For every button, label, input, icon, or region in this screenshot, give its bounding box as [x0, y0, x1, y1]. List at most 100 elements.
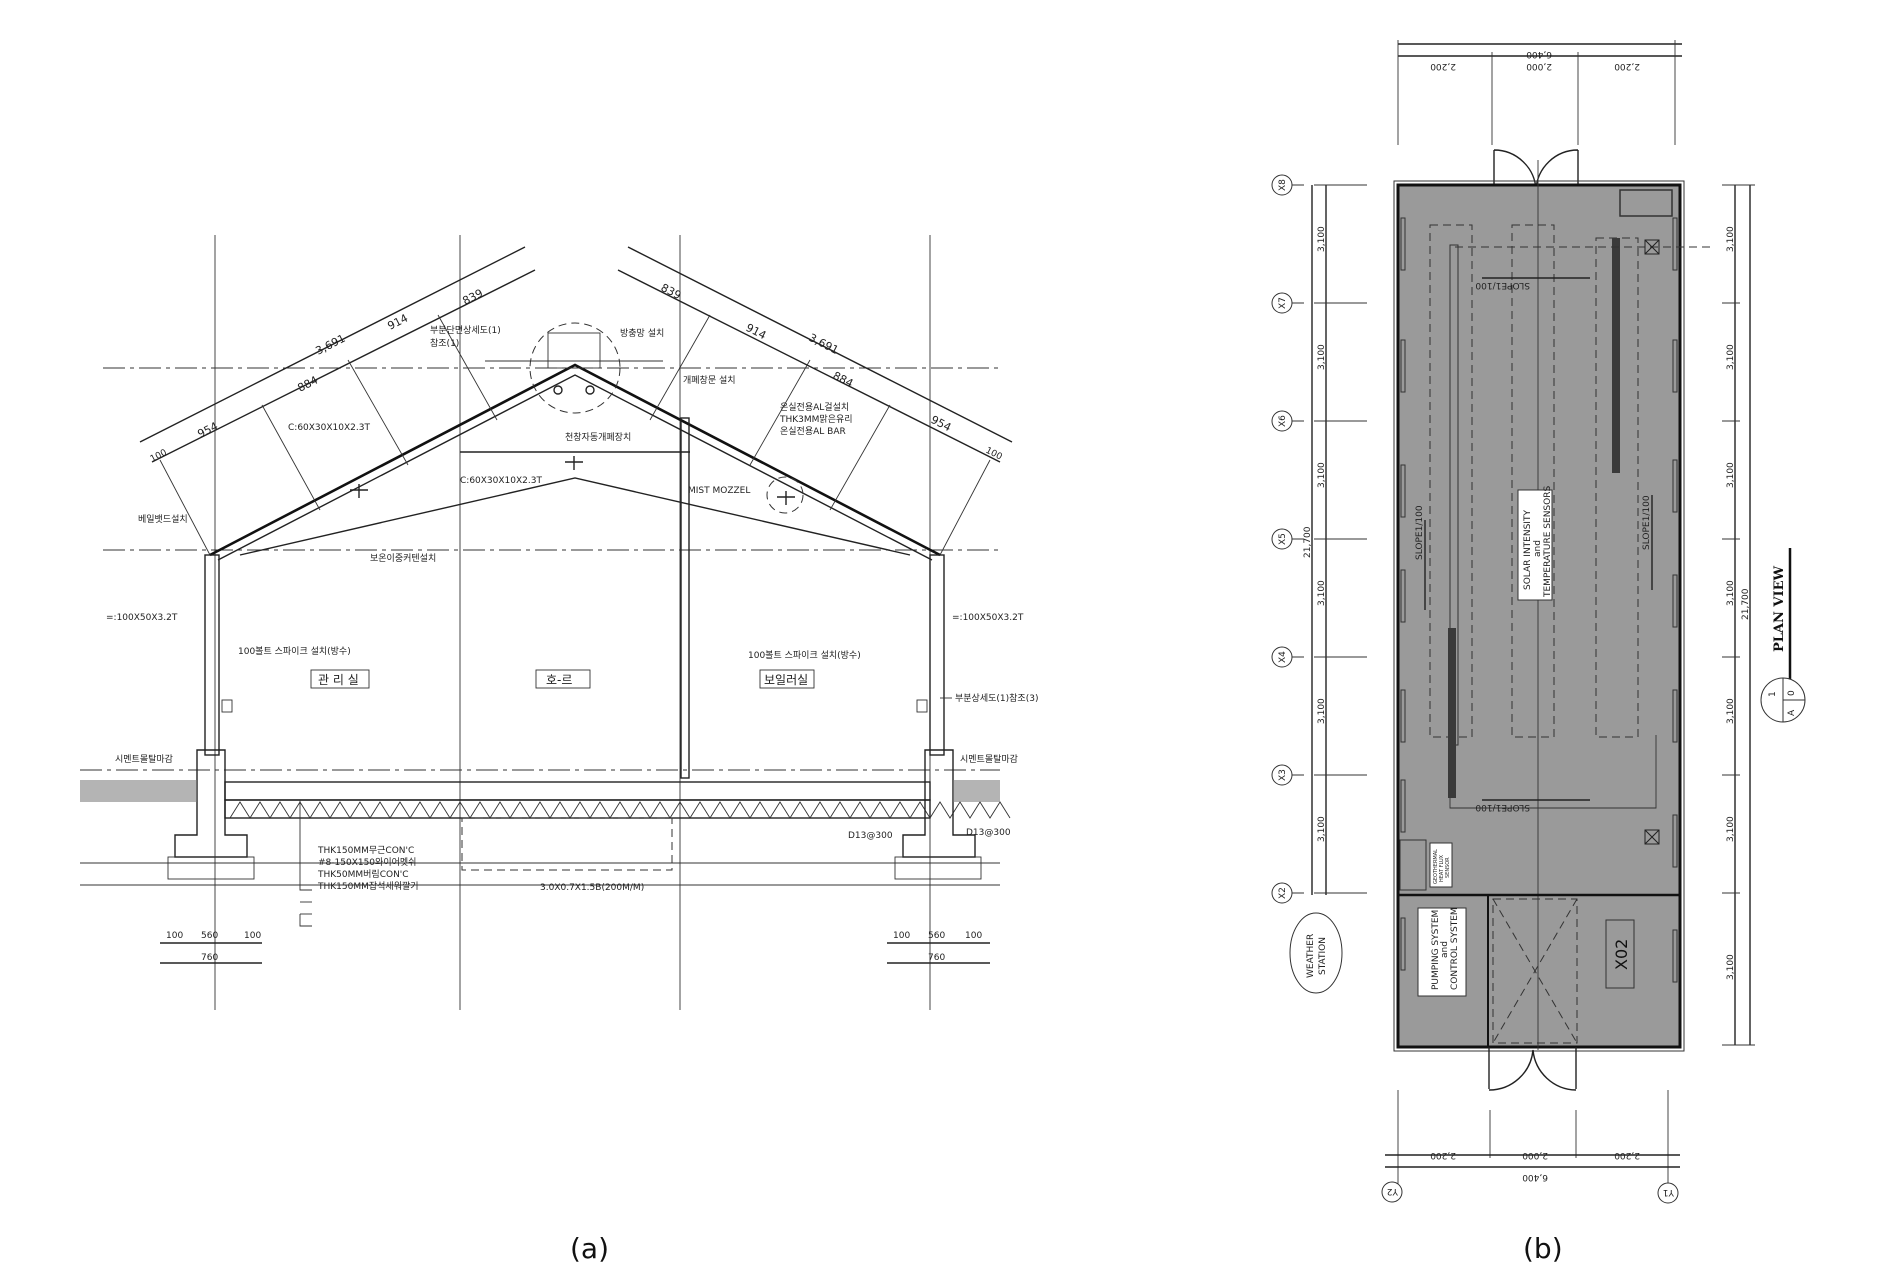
label-bolt-right: 100볼트 스파이크 설치(방수): [748, 649, 861, 661]
gravel-hatch: [229, 801, 1011, 819]
dim-overall-right: 21,700: [1741, 588, 1751, 620]
svg-text:X5: X5: [1278, 533, 1288, 545]
plan-outer-wall: [1396, 183, 1682, 1049]
dim-top-seg-1: 2,200: [1430, 61, 1456, 71]
grid-bubbles-x: X8 X7 X6 X5 X4: [1271, 174, 1367, 904]
slope-arrow: SLOPE1/100: [1475, 799, 1590, 812]
geo-label-1: GEOTHERMAL: [1433, 849, 1439, 884]
plan-view-title: PLAN VIEW: [1772, 566, 1787, 652]
dim-bay-right: 3,100: [1726, 344, 1736, 370]
dim-footing-right-1: 100: [893, 931, 910, 941]
dim-line-right-outer: [627, 246, 1013, 443]
wall-bracket: [916, 699, 928, 713]
dim-bay: 3,100: [1317, 816, 1327, 842]
room-tag-box: [759, 669, 815, 689]
roof-outer: [209, 363, 941, 557]
geo-label-3: SENSOR: [1445, 857, 1451, 878]
dim-bay: 3,100: [1317, 226, 1327, 252]
label-bolt-left: 100볼트 스파이크 설치(방수): [238, 645, 351, 657]
svg-text:Y1: Y1: [1663, 1187, 1675, 1197]
ext-line: [347, 359, 409, 466]
svg-text:1: 1: [1768, 691, 1778, 697]
ridge-vent-box: [547, 332, 601, 369]
grid-bubble-y2: Y2: [1381, 1181, 1403, 1203]
dim-line-right-inner: [617, 269, 1001, 463]
grid-bubble: X5: [1271, 528, 1367, 550]
dim-footing-left-1: 100: [166, 931, 183, 941]
geo-label-2: HEAT FLUX: [1439, 854, 1445, 882]
leader-line: [299, 914, 312, 927]
dim-footing-right-3: 100: [965, 931, 982, 941]
room-tag-box: [535, 669, 591, 689]
dim-footing-right-2: 560: [928, 931, 945, 941]
ext-line: [749, 359, 811, 466]
pipe-loop: [1449, 735, 1657, 809]
dim-bay: 3,100: [1317, 698, 1327, 724]
grid-bubble: X3: [1271, 764, 1367, 786]
label-column-left: =:100X50X3.2T: [106, 613, 178, 623]
slab-layer-1: THK150MM무근CON'C: [317, 845, 414, 856]
caption-a: (a): [570, 1232, 609, 1265]
roof-inner: [217, 374, 933, 561]
dim-footing-left-3: 100: [244, 931, 261, 941]
dim-bottom-seg-2: 2,000: [1522, 1150, 1548, 1160]
slope-label: SLOPE1/100: [1642, 495, 1652, 550]
dim-bay-right: 3,100: [1726, 580, 1736, 606]
label-insulation-curtain: 보온이중커텐설치: [370, 552, 436, 564]
dim-bay: 3,100: [1317, 580, 1327, 606]
footing-left: [174, 749, 248, 858]
dim-bottom-seg-1: 2,200: [1430, 1150, 1456, 1160]
dim-left-839: 839: [460, 287, 485, 308]
heater-strip: [1612, 238, 1620, 473]
partition-wall: [680, 417, 690, 779]
footing-base-right: [894, 856, 982, 880]
ground-hatch-right: [953, 780, 1000, 802]
svg-text:A: A: [1787, 709, 1797, 716]
pump-label-1: PUMPING SYSTEM: [1431, 910, 1441, 990]
dim-bay-right: 3,100: [1726, 462, 1736, 488]
label-mist: MIST MOZZEL: [688, 486, 750, 496]
grid-bubble: X7: [1271, 292, 1367, 314]
svg-text:X7: X7: [1278, 297, 1288, 309]
dim-bay-right: 3,100: [1726, 698, 1736, 724]
slope-label: SLOPE1/100: [1415, 505, 1425, 560]
slab-layer-3: THK50MM버림CON'C: [317, 868, 409, 880]
room-label-hall: 호-르: [546, 673, 572, 687]
weather-label-2: STATION: [1318, 937, 1328, 975]
ground-hatch-left: [80, 780, 197, 802]
plan-drawing: 6,400 2,200 2,000 2,200: [1271, 40, 1806, 1204]
floor-drain-icon: [1644, 239, 1660, 255]
label-rebar-right: D13@300: [966, 828, 1011, 838]
dim-top-seg-2: 2,000: [1526, 61, 1552, 71]
ext-line: [159, 459, 211, 556]
pump-label-2: and: [1440, 941, 1450, 958]
ext-line: [261, 404, 321, 511]
dim-bay-right: 3,100: [1726, 954, 1736, 980]
svg-text:X2: X2: [1278, 887, 1288, 899]
dim-bay: 3,100: [1317, 344, 1327, 370]
dim-top-seg-3: 2,200: [1614, 61, 1640, 71]
label-vent-window: 개폐창문 설치: [683, 374, 736, 386]
sensors-label-1: SOLAR INTENSITY: [1523, 510, 1533, 590]
dim-bottom-total-label: 6,400: [1522, 1172, 1548, 1182]
label-auto-vent: 천창자동개폐장치: [565, 431, 631, 443]
dim-right-eave: 100: [984, 446, 1004, 463]
slope-arrow: SLOPE1/100: [1415, 505, 1426, 610]
dim-bay: 3,100: [1317, 462, 1327, 488]
grid-bubble-y1: Y1: [1657, 1182, 1679, 1204]
plan-tank: [1619, 189, 1673, 217]
dim-left-954: 954: [195, 420, 220, 441]
pit-outline: [461, 817, 673, 871]
svg-text:0: 0: [1787, 690, 1797, 696]
sensors-label-2: and: [1533, 540, 1543, 557]
wall-left: [204, 554, 220, 756]
slab-layer-2: #8-150X150와이어멧쉬: [318, 856, 416, 868]
dim-right-954: 954: [929, 413, 954, 434]
ext-line: [649, 314, 711, 421]
weather-label-1: WEATHER: [1306, 934, 1316, 978]
bed-center: [1511, 224, 1555, 738]
label-detail-ref-right: 부분상세도(1)참조(3): [955, 693, 1038, 704]
label-gutter: 베일뱃드설치: [138, 513, 188, 525]
plan-floor: [1398, 185, 1680, 1047]
